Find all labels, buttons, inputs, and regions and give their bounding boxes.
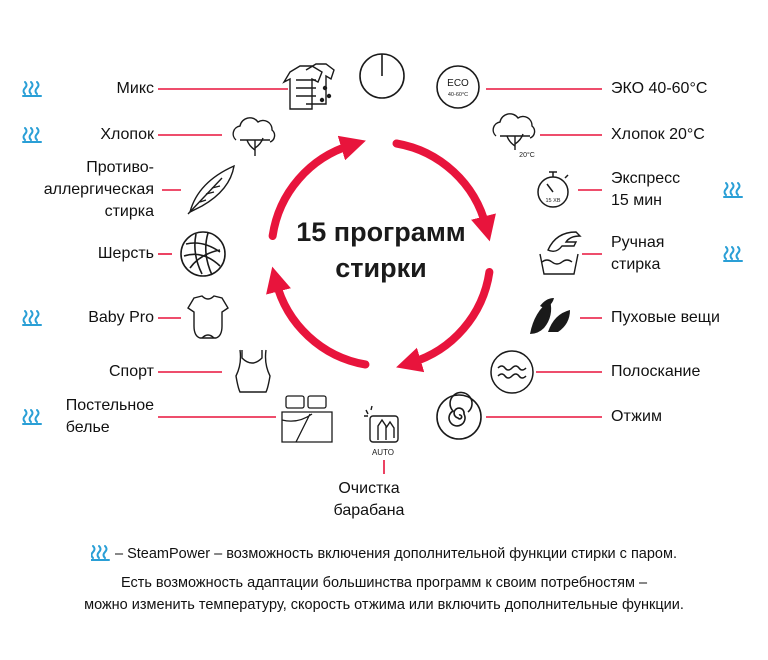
stopwatch-icon: 15 XB [537, 171, 569, 208]
steam-icon-cotton [22, 127, 42, 143]
program-label-bedding: Постельное белье [65, 397, 154, 436]
steam-icon-express [723, 182, 743, 198]
leader-lines [158, 88, 602, 474]
cycle-arrows [266, 135, 496, 373]
arrow-bottom-left [266, 266, 370, 369]
cotton-20-text: 20°C [519, 151, 535, 159]
wool-ball-icon [180, 231, 226, 277]
cotton-flower-icon [232, 117, 276, 156]
baby-bodysuit-icon [187, 295, 229, 339]
drum-clean-auto-text: AUTO [372, 448, 394, 457]
center-title: 15 программ стирки [270, 214, 492, 286]
program-label-babypro: Baby Pro [88, 309, 154, 326]
spin-icon [436, 391, 482, 440]
eco-badge-temp: 40-60°C [448, 92, 468, 98]
rinse-icon [490, 350, 534, 394]
program-label-mix: Микс [116, 80, 154, 97]
eco-badge-text: ECO [447, 78, 469, 89]
center-title-line2: стирки [335, 253, 427, 283]
program-label-cotton20: Хлопок 20°C [611, 126, 705, 143]
arrow-top-right [392, 139, 496, 242]
program-label-antiallergy: Противо- аллергическая стирка [43, 159, 154, 220]
down-feathers-icon [530, 298, 570, 334]
hand-wash-icon [539, 231, 582, 275]
program-label-drum-clean: Очистка барабана [333, 480, 405, 519]
steam-icon-handwash [723, 246, 743, 262]
stopwatch-text: 15 XB [546, 198, 561, 204]
bedding-icon [281, 395, 333, 443]
arrow-bottom-right [396, 268, 494, 373]
steam-icon-baby [22, 310, 42, 326]
program-label-express: Экспресс 15 мин [611, 170, 681, 209]
feather-icon [187, 164, 235, 215]
adapt-note-line1: Есть возможность адаптации большинства п… [120, 575, 648, 591]
steam-icon-bedding [22, 409, 42, 425]
steam-legend-text: – SteamPower – возможность включения доп… [115, 546, 677, 562]
program-label-wool: Шерсть [97, 245, 154, 262]
steam-legend-icon [90, 545, 110, 561]
program-label-cotton: Хлопок [100, 126, 154, 143]
power-icon [359, 53, 405, 99]
program-label-down: Пуховые вещи [611, 309, 720, 326]
eco-badge-icon: ECO 40-60°C [436, 65, 480, 109]
arrow-top-left [268, 135, 366, 240]
mixed-clothes-icon [282, 63, 335, 110]
cotton-20-icon: 20°C [492, 113, 536, 159]
program-label-sport: Спорт [109, 363, 154, 380]
tank-top-icon [235, 349, 271, 393]
drum-clean-icon: AUTO [364, 405, 399, 457]
adapt-note: Есть возможность адаптации большинства п… [0, 572, 768, 616]
steam-legend: – SteamPower – возможность включения доп… [0, 544, 768, 562]
steam-icon-mix [22, 81, 42, 97]
program-label-rinse: Полоскание [611, 363, 701, 380]
program-label-eco: ЭКО 40-60°C [611, 80, 708, 97]
program-label-handwash: Ручная стирка [611, 234, 665, 273]
center-title-line1: 15 программ [296, 217, 466, 247]
adapt-note-line2: можно изменить температуру, скорость отж… [84, 597, 684, 613]
program-label-spin: Отжим [611, 408, 662, 425]
